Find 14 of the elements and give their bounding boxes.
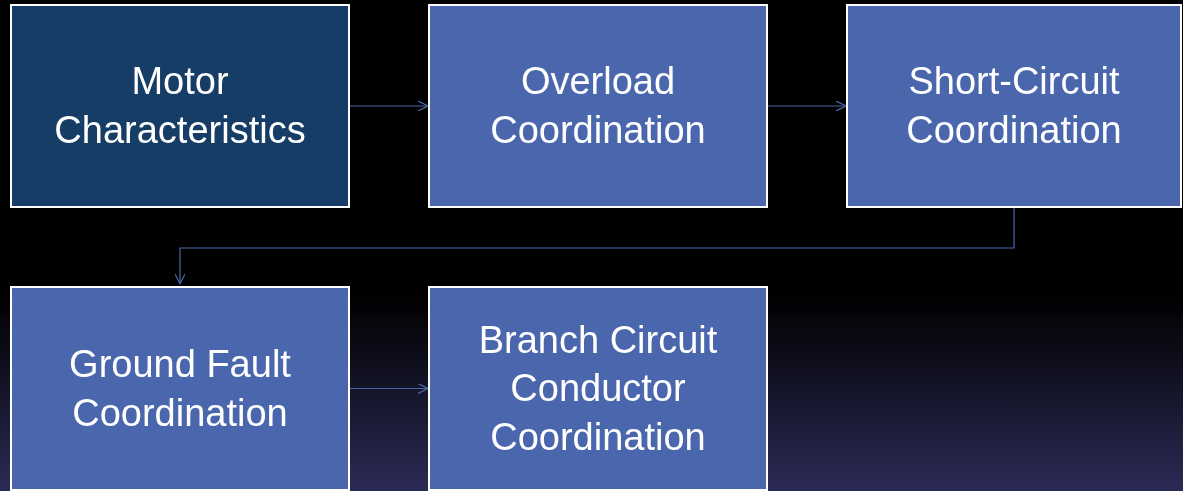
box-label: Short-Circuit Coordination bbox=[905, 59, 1123, 153]
arrow bbox=[767, 100, 847, 112]
box-label: Overload Coordination bbox=[489, 59, 707, 153]
box-label: Motor Characteristics bbox=[53, 59, 307, 153]
process-box bbox=[846, 4, 1182, 208]
arrow bbox=[349, 100, 429, 112]
process-box bbox=[428, 286, 768, 491]
arrow bbox=[174, 207, 1015, 285]
arrow bbox=[349, 382, 429, 395]
process-box bbox=[428, 4, 768, 208]
start-box bbox=[10, 4, 350, 208]
box-label: Ground Fault Coordination bbox=[68, 341, 292, 436]
process-box bbox=[10, 286, 350, 491]
box-label: Branch Circuit Conductor Coordination bbox=[477, 317, 719, 460]
